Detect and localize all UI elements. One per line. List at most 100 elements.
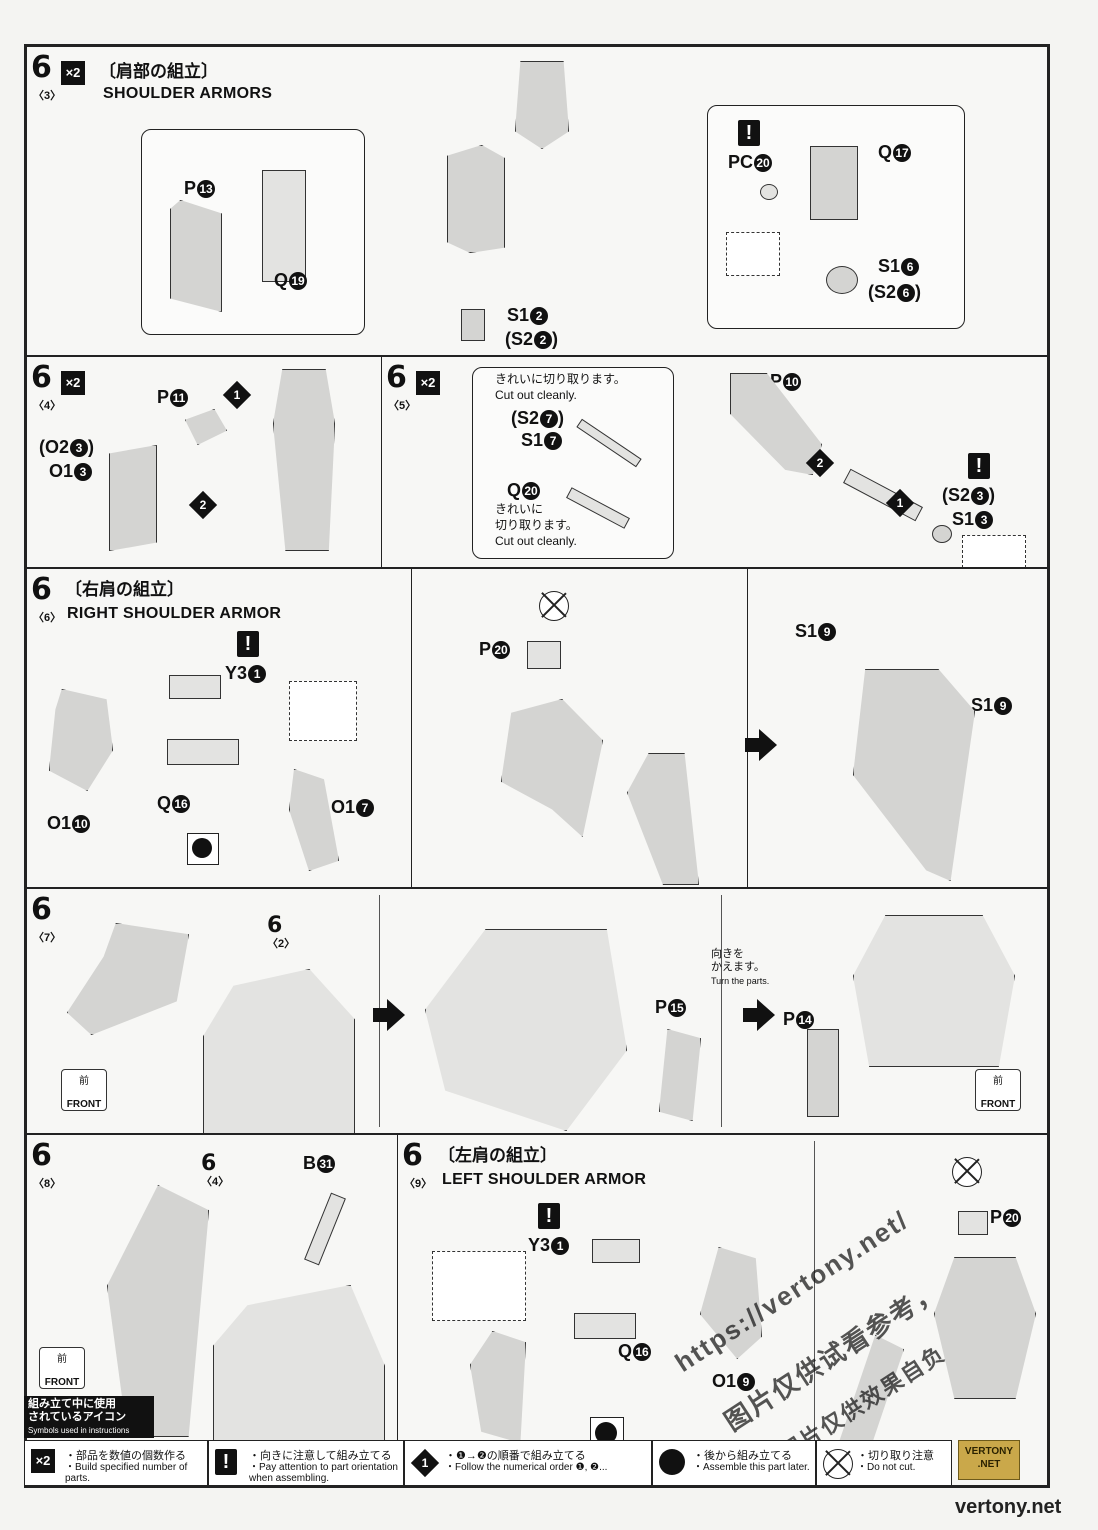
do-not-cut-icon: [539, 591, 569, 621]
part-pc20-ball: [760, 184, 778, 200]
part-p15: [659, 1029, 701, 1121]
legend-text-jp: ・部品を数値の個数作る: [65, 1450, 186, 1462]
step-sub-number: 〈9〉: [404, 1178, 433, 1190]
step-sub-number: 〈8〉: [33, 1178, 62, 1190]
next-arrow-icon: [373, 999, 405, 1031]
detail-box: [726, 232, 780, 276]
turn-note-jp-b: かえます。: [711, 961, 765, 973]
legend-item-assemble-later: ・後から組み立てる ・Assemble this part later.: [652, 1440, 816, 1486]
cut-note-jp: きれいに切り取ります。: [495, 372, 626, 386]
symbols-legend: 組み立て中に使用 されているアイコン Symbols used in instr…: [24, 1396, 1046, 1486]
legend-key-jp-a: 組み立て中に使用: [28, 1398, 116, 1410]
step-title-en: RIGHT SHOULDER ARMOR: [67, 605, 282, 622]
part-o1-8: [470, 1331, 526, 1443]
legend-text-jp: ・後から組み立てる: [693, 1450, 792, 1462]
legend-text-en: ・Do not cut.: [857, 1462, 916, 1473]
detail-box: [289, 681, 357, 741]
part-o1-10: [49, 689, 113, 791]
panel-divider: [411, 569, 412, 887]
warning-icon: !: [237, 631, 259, 657]
part-armor-plate: [627, 753, 699, 885]
part-frame-q19: [262, 170, 306, 282]
sequence-step-1: 1: [885, 488, 915, 518]
part-shoulder-armor: [67, 923, 189, 1035]
step-title-en: LEFT SHOULDER ARMOR: [442, 1171, 647, 1188]
panel-divider: [721, 895, 722, 1127]
assemble-later-icon: [659, 1449, 685, 1475]
step-title-jp: 〔左肩の組立〕: [438, 1146, 557, 1165]
step-panel-6-5: 6 〈5〉 ×2 きれいに切り取ります。 Cut out cleanly. (S…: [381, 356, 1048, 568]
detail-box: [962, 535, 1026, 567]
step-sub-number: 〈4〉: [33, 400, 62, 412]
part-body-torso: [203, 969, 355, 1133]
legend-item-sequence: 1 ・❶→❷の順番で組み立てる ・Follow the numerical or…: [404, 1440, 652, 1486]
sequence-icon: 1: [410, 1448, 440, 1478]
step-number: 6: [31, 50, 52, 85]
legend-item-multiply: ×2 ・部品を数値の個数作る ・Build specified number o…: [24, 1440, 208, 1486]
turn-note-jp-a: 向きを: [711, 948, 744, 960]
legend-text-en: ・Pay attention to part orientation when …: [249, 1462, 398, 1484]
part-shoulder-body: [447, 145, 505, 253]
part-p20: [958, 1211, 988, 1235]
cut-note2-jp-a: きれいに: [495, 502, 544, 516]
multiply-badge: ×2: [61, 371, 85, 395]
legend-text-en: ・Build specified number of parts.: [65, 1462, 188, 1484]
assemble-later-icon: [187, 833, 219, 865]
panel-divider: [747, 569, 748, 887]
multiply-badge: ×2: [416, 371, 440, 395]
ref-step-sub: 〈2〉: [267, 938, 296, 950]
detail-box: [432, 1251, 526, 1321]
part-s1-3-ball: [932, 525, 952, 543]
warning-icon: !: [215, 1449, 237, 1475]
step-sub-number: 〈5〉: [388, 400, 417, 412]
step-number: 6: [386, 360, 407, 395]
part-b31: [304, 1192, 346, 1266]
cut-note2-en: Cut out cleanly.: [495, 534, 577, 548]
next-arrow-icon: [745, 729, 777, 761]
legend-text-en: ・Assemble this part later.: [693, 1462, 810, 1473]
ref-step-number: 6: [201, 1151, 217, 1176]
turn-note-en: Turn the parts.: [711, 976, 770, 986]
step-sub-number: 〈3〉: [33, 90, 62, 102]
legend-text-en: ・Follow the numerical order ❶, ❷...: [445, 1462, 608, 1473]
part-q16: [574, 1313, 636, 1339]
step-sub-number: 〈6〉: [33, 612, 62, 624]
next-arrow-icon: [743, 999, 775, 1031]
part-shoulder-frame: [501, 699, 603, 837]
panel-divider: [814, 1141, 815, 1479]
do-not-cut-icon: [952, 1157, 982, 1187]
ref-step-sub: 〈4〉: [201, 1176, 230, 1188]
legend-item-do-not-cut: ・切り取り注意 ・Do not cut.: [816, 1440, 952, 1486]
part-armor-p13: [170, 200, 222, 312]
step-number: 6: [31, 1138, 52, 1173]
step-sub-number: 〈7〉: [33, 932, 62, 944]
